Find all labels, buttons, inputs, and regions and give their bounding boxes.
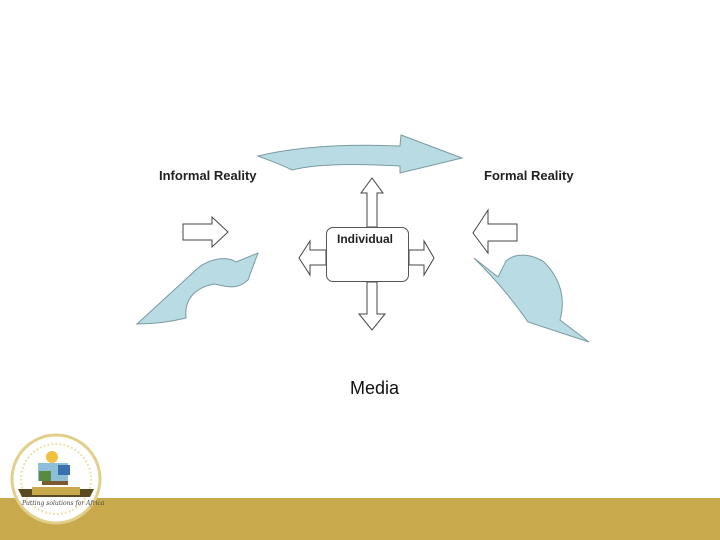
right-small-arrow (472, 208, 518, 255)
logo-motto: Putting solutions for Africa (22, 500, 105, 507)
horizontal-left-arrow (298, 239, 327, 277)
individual-box: Individual (326, 227, 409, 282)
lower-left-swoosh-arrow (135, 252, 259, 325)
lower-right-swoosh-arrow (473, 254, 590, 343)
horizontal-right-arrow (408, 239, 435, 277)
top-curved-arrow (256, 134, 464, 174)
vertical-down-arrow (357, 281, 387, 331)
left-small-arrow (182, 215, 229, 249)
media-label: Media (350, 378, 400, 398)
informal-reality-label: Informal Reality (159, 168, 257, 183)
formal-reality-label: Formal Reality (484, 168, 574, 183)
vertical-up-arrow (360, 177, 384, 228)
footer-bar (0, 498, 720, 540)
university-logo (10, 433, 102, 525)
